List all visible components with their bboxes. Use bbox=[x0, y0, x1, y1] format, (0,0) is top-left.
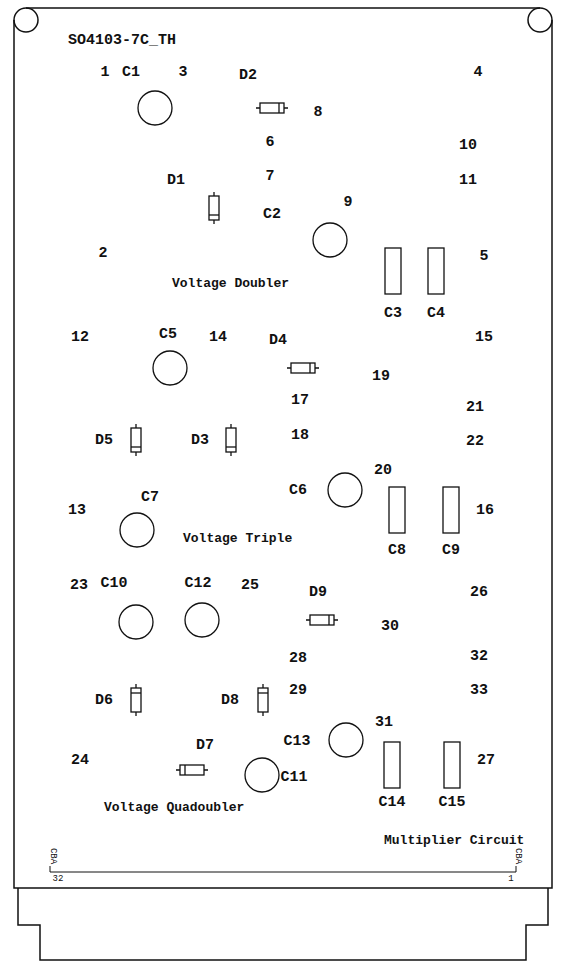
section-label: Voltage Quadoubler bbox=[104, 801, 244, 814]
callout-number: 12 bbox=[71, 330, 89, 345]
callout-number: 1 bbox=[100, 65, 109, 80]
component-ref: C3 bbox=[384, 306, 402, 321]
callout-number: 3 bbox=[178, 65, 187, 80]
callout-number: 24 bbox=[71, 753, 89, 768]
callout-number: 7 bbox=[265, 169, 274, 184]
component-ref: C2 bbox=[263, 207, 281, 222]
section-label: Voltage Doubler bbox=[172, 277, 289, 290]
callout-number: 22 bbox=[466, 434, 484, 449]
capacitor-rects bbox=[384, 248, 460, 788]
callout-number: 17 bbox=[291, 393, 309, 408]
callout-number: 5 bbox=[479, 249, 488, 264]
callout-number: 19 bbox=[372, 369, 390, 384]
component-ref: C9 bbox=[442, 543, 460, 558]
component-ref: C14 bbox=[378, 795, 405, 810]
component-ref: C12 bbox=[184, 576, 211, 591]
component-ref: D1 bbox=[167, 173, 185, 188]
callout-number: 14 bbox=[209, 330, 227, 345]
pin-number: 32 bbox=[53, 875, 64, 884]
component-ref: D2 bbox=[239, 68, 257, 83]
component-ref: D5 bbox=[95, 433, 113, 448]
callout-number: 26 bbox=[470, 585, 488, 600]
callout-number: 25 bbox=[241, 578, 259, 593]
component-ref: C13 bbox=[283, 734, 310, 749]
callout-number: 28 bbox=[289, 651, 307, 666]
component-ref: C6 bbox=[289, 483, 307, 498]
component-ref: D8 bbox=[221, 693, 239, 708]
diode-symbols bbox=[131, 103, 338, 775]
callout-number: 29 bbox=[289, 683, 307, 698]
callout-number: 16 bbox=[476, 503, 494, 518]
callout-number: 2 bbox=[98, 246, 107, 261]
board-title: SO4103-7C_TH bbox=[68, 33, 176, 48]
board-outline bbox=[14, 8, 552, 960]
callout-number: 30 bbox=[381, 619, 399, 634]
component-ref: D3 bbox=[191, 433, 209, 448]
callout-number: 32 bbox=[470, 649, 488, 664]
callout-number: 4 bbox=[473, 65, 482, 80]
callout-number: 6 bbox=[265, 135, 274, 150]
section-label: Voltage Triple bbox=[183, 532, 292, 545]
component-ref: C10 bbox=[100, 576, 127, 591]
callout-number: 10 bbox=[459, 138, 477, 153]
callout-number: 33 bbox=[470, 683, 488, 698]
component-ref: D4 bbox=[269, 333, 287, 348]
callout-number: 23 bbox=[70, 578, 88, 593]
component-ref: C4 bbox=[427, 306, 445, 321]
edge-letters: CBA bbox=[513, 848, 522, 864]
callout-number: 27 bbox=[477, 753, 495, 768]
component-ref: D7 bbox=[196, 738, 214, 753]
callout-number: 13 bbox=[68, 503, 86, 518]
pin-number: 1 bbox=[508, 875, 513, 884]
edge-letters: CBA bbox=[48, 848, 57, 864]
callout-number: 9 bbox=[343, 195, 352, 210]
capacitor-circles bbox=[119, 91, 363, 792]
callout-number: 31 bbox=[375, 715, 393, 730]
callout-number: 21 bbox=[466, 400, 484, 415]
callout-number: 18 bbox=[291, 428, 309, 443]
component-ref: C11 bbox=[280, 770, 307, 785]
component-ref: C7 bbox=[141, 490, 159, 505]
callout-number: 20 bbox=[374, 463, 392, 478]
component-ref: C1 bbox=[122, 65, 140, 80]
component-ref: D9 bbox=[309, 585, 327, 600]
section-label: Multiplier Circuit bbox=[384, 834, 524, 847]
component-ref: D6 bbox=[95, 693, 113, 708]
component-ref: C15 bbox=[438, 795, 465, 810]
component-ref: C5 bbox=[159, 327, 177, 342]
callout-number: 8 bbox=[313, 105, 322, 120]
callout-number: 11 bbox=[459, 173, 477, 188]
callout-number: 15 bbox=[475, 330, 493, 345]
component-ref: C8 bbox=[388, 543, 406, 558]
